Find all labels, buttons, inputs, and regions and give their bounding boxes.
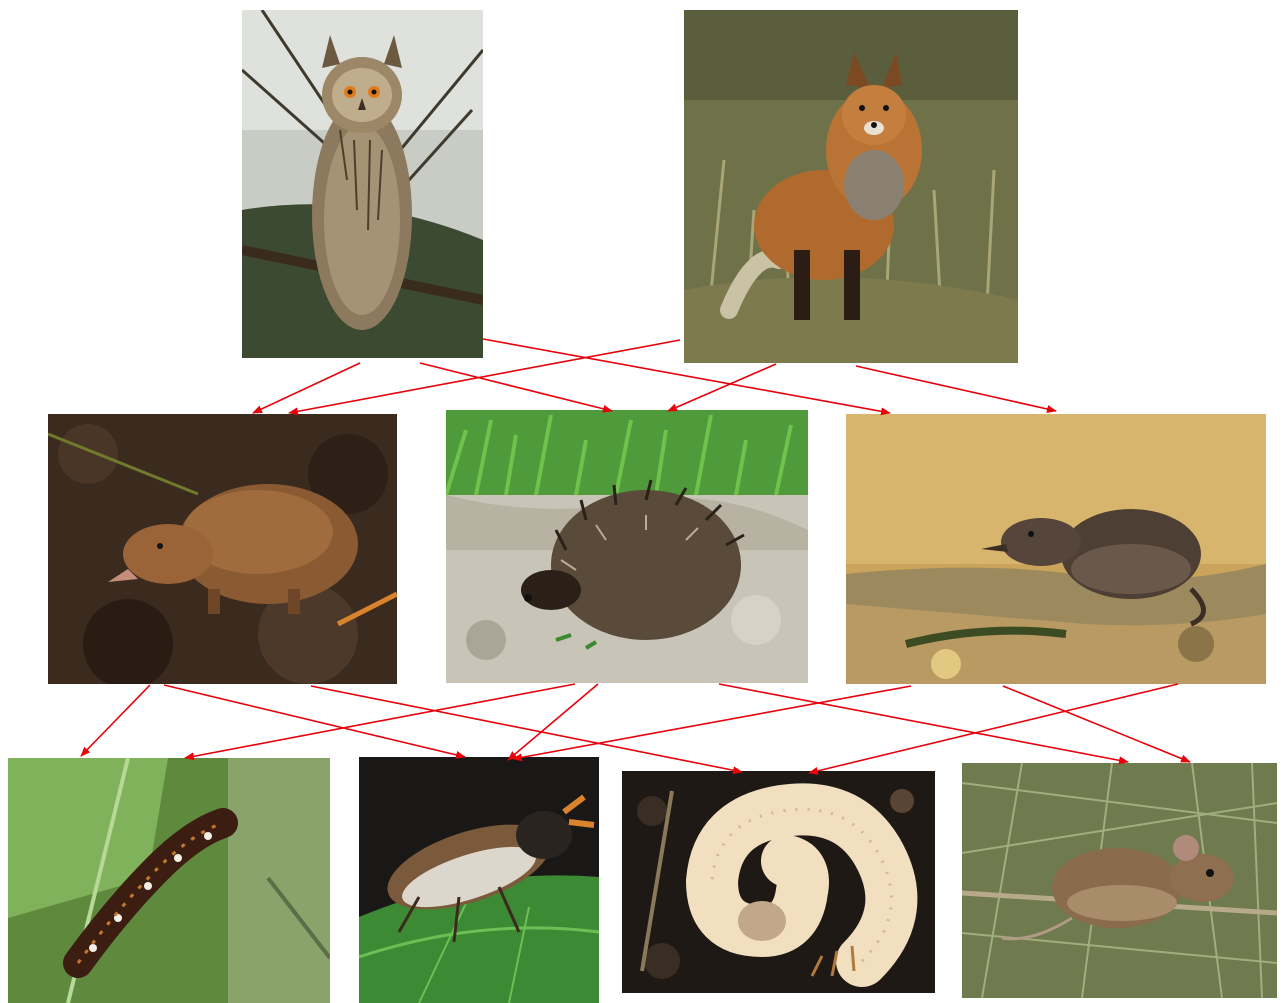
grub-photo <box>622 771 935 993</box>
arrow-hedgehog-to-beetle <box>508 684 598 760</box>
arrow-fox-to-shrew2 <box>856 366 1056 411</box>
arrow-shrew2-to-beetle <box>513 686 911 759</box>
caterpillar-photo <box>8 758 330 1003</box>
owl-icon <box>242 10 483 358</box>
owl-photo <box>242 10 483 358</box>
arrow-owl-to-shrew <box>253 363 360 413</box>
shrew-icon <box>846 414 1266 684</box>
fox-photo <box>684 10 1018 363</box>
fox-icon <box>684 10 1018 363</box>
arrow-shrew-to-beetle <box>164 685 465 757</box>
hedgehog-photo <box>446 410 808 683</box>
arrow-fox-to-hedgehog <box>668 364 776 411</box>
arrow-hedgehog-to-caterpillar <box>185 684 575 758</box>
hedgehog-icon <box>446 410 808 683</box>
caterpillar-icon <box>8 758 330 1003</box>
mouse-photo <box>962 763 1277 998</box>
shrew-photo <box>48 414 397 684</box>
arrow-shrew-to-caterpillar <box>81 685 150 756</box>
arrow-shrew2-to-grub <box>809 684 1178 773</box>
beetle-icon <box>359 757 599 1003</box>
shrew-icon <box>48 414 397 684</box>
shrew2-photo <box>846 414 1266 684</box>
beetle-photo <box>359 757 599 1003</box>
arrow-shrew2-to-mouse <box>1003 686 1190 762</box>
mouse-icon <box>962 763 1277 998</box>
arrow-owl-to-hedgehog <box>420 363 612 411</box>
grub-icon <box>622 771 935 993</box>
arrow-hedgehog-to-mouse <box>719 684 1128 762</box>
